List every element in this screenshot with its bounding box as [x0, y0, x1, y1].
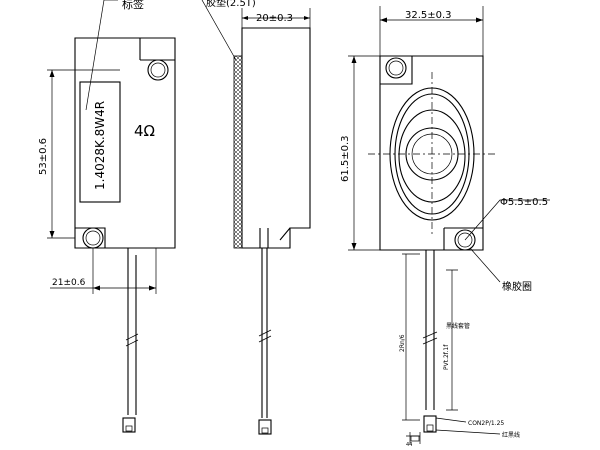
- gasket-callout: 胶垫(2.5T): [206, 0, 256, 9]
- wire-note-a: 黑线套管: [446, 322, 470, 330]
- right-width-dim: 32.5±0.3: [405, 10, 452, 21]
- connector-note: 红黑线: [502, 431, 520, 439]
- wire-len-b: PVt.2f.1f: [443, 344, 450, 370]
- right-view: 32.5±0.3 61.5±0.3 Φ5.5±0.5 橡胶圈 2Rn/6 PVt…: [340, 6, 550, 448]
- pitch-dim: 44: [406, 442, 412, 448]
- wire-len-a: 2Rn/6: [399, 334, 406, 352]
- left-label-text: 1.4028K.8W4R: [93, 101, 107, 190]
- middle-depth-dim: 20±0.3: [256, 13, 293, 24]
- right-height-dim: 61.5±0.3: [340, 135, 351, 182]
- left-view: 1.4028K.8W4R 4Ω 标签 53±0.6 21±0.6: [38, 0, 176, 433]
- grommet-callout: 橡胶圈: [502, 280, 532, 293]
- left-offset-dim: 21±0.6: [52, 278, 86, 288]
- impedance-mark: 4Ω: [134, 122, 155, 140]
- label-callout: 标签: [122, 0, 144, 11]
- hole-dim: Φ5.5±0.5: [500, 197, 548, 208]
- connector-part: CON2P/1.25: [468, 420, 504, 427]
- left-height-dim: 53±0.6: [38, 138, 49, 175]
- middle-view: 胶垫(2.5T) 20±0.3: [201, 0, 311, 435]
